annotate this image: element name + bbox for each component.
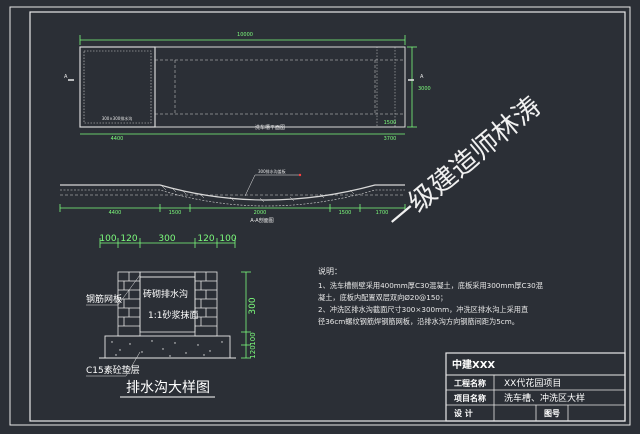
drawing-inner-frame [29,11,626,422]
title-block-label-2: 项目名称 [454,393,486,403]
title-block: 中建XXX 工程名称 XX代花园项目 项目名称 洗车槽、冲洗区大样 设 计 图号 [445,352,626,422]
title-block-drawing-no-label: 图号 [544,409,560,418]
section-note: 300排水沟盖板 [258,168,286,174]
trench-side-dim-2: 100 [249,332,257,345]
plan-overall-length: 10000 [237,32,253,38]
trench-label-base: C15素砼垫层 [86,364,140,376]
trench-label-steel-cover: 钢筋网板 [86,293,122,305]
trench-label-mortar: 1:1砂浆抹面 [148,309,199,321]
section-profile-top [60,184,405,201]
trench-label-brick-wall: 砖砌排水沟 [143,288,188,300]
title-block-value-2: 洗车槽、冲洗区大样 [504,392,585,404]
trench-right-wall [194,271,218,337]
plan-pit-label: 300×300排水沟 [102,115,133,121]
section-dim-1: 4400 [109,210,122,216]
plan-center-length: 3700 [384,136,397,142]
trench-detail-title: 排水沟大样图 [126,380,210,396]
notes-line-4: 径36cm螺纹钢筋焊钢筋网板，沿排水沟方向钢筋间距为5cm。 [318,317,519,326]
trench-dim-5: 100 [219,234,236,244]
title-block-company: 中建XXX [452,358,495,371]
title-block-value-1: XX代花园项目 [504,377,561,389]
trench-dim-4: 120 [197,234,214,244]
plan-wash-slab [154,46,406,128]
plan-right-width: 1500 [384,120,397,126]
trench-detail: 100 120 300 120 100 [86,234,258,398]
notes-line-3: 2、冲洗区排水沟截面尺寸300×300mm，冲洗区排水沟上采用直 [318,305,528,314]
trench-dim-1: 100 [99,234,116,244]
plan-height-dim: 3000 [418,86,431,92]
section-dim-2: 1500 [169,210,182,216]
title-block-label-1: 工程名称 [454,378,486,388]
trench-side-dim-3: 120 [249,345,257,358]
notes-line-2: 凝土，底板内配置双层双向Ø20@150； [318,293,447,302]
notes-line-1: 1、洗车槽侧壁采用400mm厚C30混凝土，底板采用300mm厚C30混 [318,281,543,290]
section-dim-3: 2000 [254,210,267,216]
section-dim-4: 1500 [339,210,352,216]
watermark-signature: 一级建造师林涛 [382,91,547,236]
section-view: 300排水沟盖板 4400 1500 2000 1500 1700 A-A剖面图 [59,168,406,224]
plan-left-pit [79,46,156,128]
drawing-outer-frame [9,6,631,426]
title-block-label-3: 设 计 [454,408,473,418]
trench-dim-2: 120 [120,234,137,244]
trench-dim-3: 300 [158,234,175,244]
trench-side-dim-1: 300 [248,297,258,314]
svg-text:A: A [420,74,424,80]
section-dim-5: 1700 [376,210,389,216]
trench-base [104,335,231,359]
plan-view: 10000 300×300排水沟 3000 4400 1500 3700 A A… [64,32,431,142]
general-notes: 说明： 1、洗车槽侧壁采用400mm厚C30混凝土，底板采用300mm厚C30混… [318,266,543,326]
notes-heading: 说明： [318,266,342,276]
plan-view-title: 洗车槽平面图 [255,124,285,131]
plan-left-width: 4400 [111,136,124,142]
trench-channel [139,276,196,333]
svg-text:A: A [64,74,68,80]
section-view-title: A-A剖面图 [250,217,273,224]
trench-cover-plate [139,271,196,278]
